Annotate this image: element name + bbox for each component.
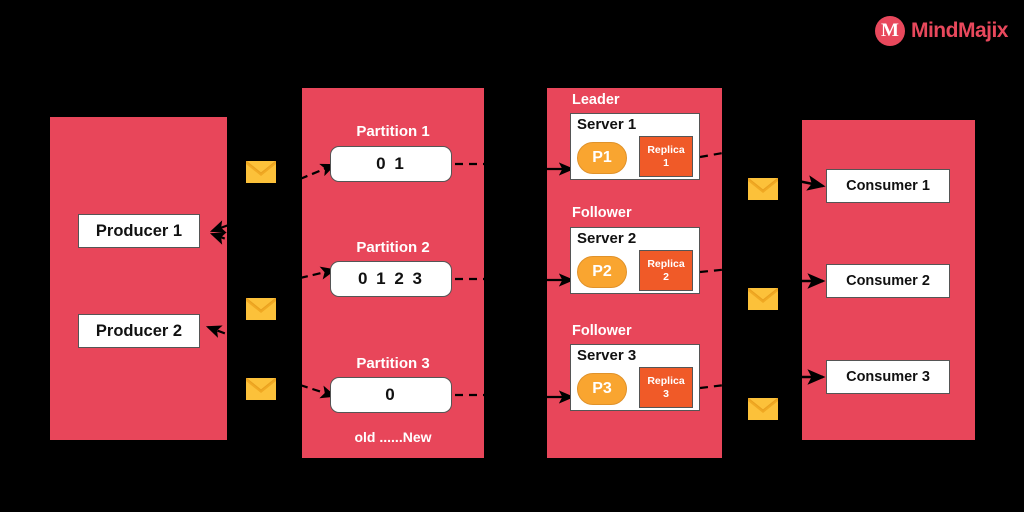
brand-name: MindMajix	[910, 19, 1009, 42]
brand-logo[interactable]: M MindMajix	[874, 16, 1009, 46]
server-title-1: Server 1	[577, 116, 637, 133]
server-title-3: Server 3	[577, 347, 637, 364]
replica-box-3: Replica 3	[639, 367, 693, 408]
partition-title-1: Partition 1	[356, 123, 430, 140]
consumer-label-1: Consumer 1	[846, 178, 930, 194]
consumer-label-3: Consumer 3	[846, 369, 930, 385]
partition-offsets-3: 0	[330, 377, 452, 413]
server-box-1: Server 1 P1 Replica 1	[570, 113, 700, 180]
envelope-icon	[246, 298, 276, 320]
producer-box-2[interactable]: Producer 2	[78, 314, 200, 348]
broker-role-2: Follower	[572, 205, 632, 221]
partition-pill-p2: P2	[577, 256, 627, 288]
partition-axis-label: old ......New	[354, 429, 432, 445]
server-box-3: Server 3 P3 Replica 3	[570, 344, 700, 411]
envelope-icon	[748, 288, 778, 310]
consumer-box-3[interactable]: Consumer 3	[826, 360, 950, 394]
consumer-box-1[interactable]: Consumer 1	[826, 169, 950, 203]
replica-title-1: Replica	[647, 144, 685, 157]
partition-offsets-2: 0 1 2 3	[330, 261, 452, 297]
replica-index-1: 1	[663, 156, 669, 169]
replica-index-3: 3	[663, 387, 669, 400]
partition-pill-p3: P3	[577, 373, 627, 405]
replica-box-2: Replica 2	[639, 250, 693, 291]
broker-role-1: Leader	[572, 92, 620, 108]
replica-box-1: Replica 1	[639, 136, 693, 177]
partition-pill-p1: P1	[577, 142, 627, 174]
consumer-box-2[interactable]: Consumer 2	[826, 264, 950, 298]
mindmajix-mark-icon: M	[874, 16, 905, 46]
server-box-2: Server 2 P2 Replica 2	[570, 227, 700, 294]
replica-title-2: Replica	[647, 258, 685, 271]
partition-title-2: Partition 2	[356, 239, 430, 256]
server-title-2: Server 2	[577, 230, 637, 247]
producer-panel	[50, 117, 227, 440]
broker-role-3: Follower	[572, 323, 632, 339]
envelope-icon	[748, 178, 778, 200]
partition-title-3: Partition 3	[356, 355, 430, 372]
replica-title-3: Replica	[647, 375, 685, 388]
producer-label-2: Producer 2	[95, 321, 183, 340]
envelope-icon	[246, 378, 276, 400]
envelope-icon	[246, 161, 276, 183]
envelope-icon	[748, 398, 778, 420]
replica-index-2: 2	[663, 270, 669, 283]
producer-box-1[interactable]: Producer 1	[78, 214, 200, 248]
partition-offsets-1: 0 1	[330, 146, 452, 182]
producer-label-1: Producer 1	[95, 221, 183, 240]
consumer-label-2: Consumer 2	[846, 273, 930, 289]
